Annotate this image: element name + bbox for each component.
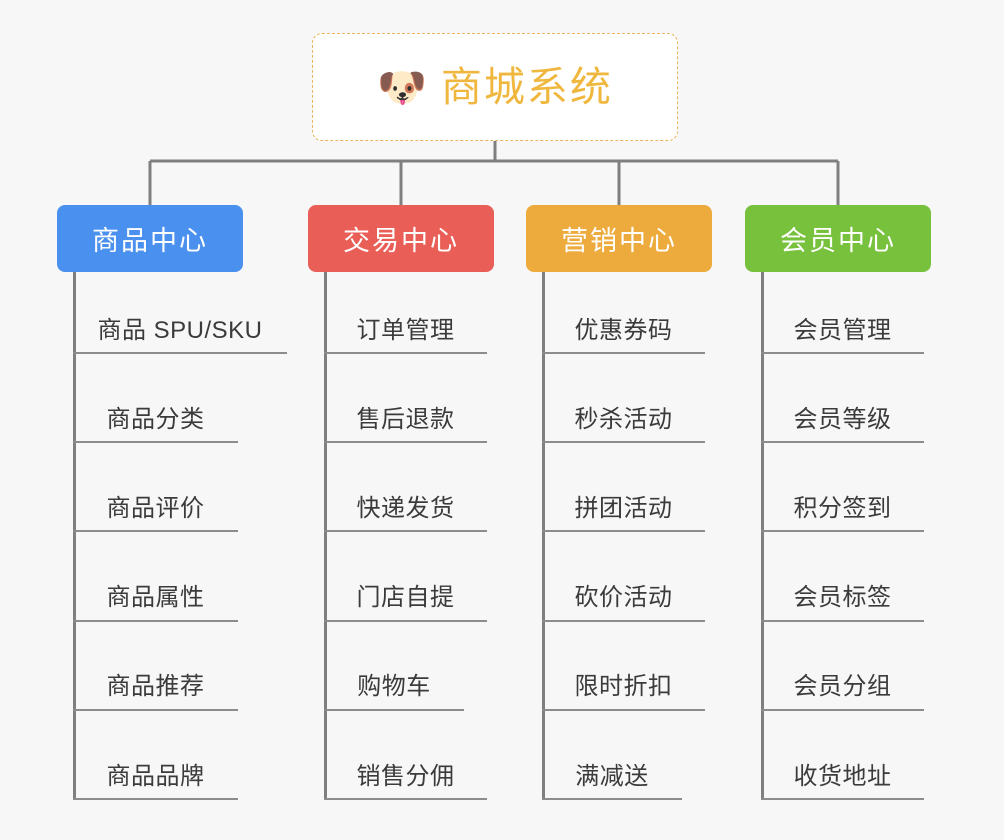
- child-item[interactable]: 购物车: [324, 621, 464, 711]
- branch-member-center: 会员中心会员管理会员等级积分签到会员标签会员分组收货地址: [745, 205, 931, 800]
- child-item[interactable]: 拼团活动: [542, 442, 705, 533]
- child-item-label: 会员等级: [793, 405, 892, 433]
- child-item-label: 商品 SPU/SKU: [97, 316, 263, 344]
- root-node[interactable]: 🐶 商城系统: [312, 33, 678, 141]
- branch-spine-product-center: [73, 272, 76, 800]
- branch-header-member-center[interactable]: 会员中心: [745, 205, 931, 272]
- branch-product-center: 商品中心商品 SPU/SKU 商品分类商品评价商品属性商品推荐商品品牌: [57, 205, 287, 800]
- branch-spine-marketing-center: [542, 272, 545, 800]
- child-item[interactable]: 商品属性: [73, 532, 238, 622]
- child-item[interactable]: 秒杀活动: [542, 353, 705, 444]
- child-item-label: 收货地址: [793, 762, 892, 790]
- child-item[interactable]: 商品推荐: [73, 621, 238, 711]
- child-item-label: 商品评价: [106, 495, 205, 522]
- child-item[interactable]: 快递发货: [324, 442, 487, 533]
- branch-header-trade-center[interactable]: 交易中心: [308, 205, 494, 272]
- child-item-label: 会员管理: [793, 316, 892, 344]
- child-item-label: 会员标签: [793, 584, 892, 612]
- branch-header-label: 会员中心: [780, 226, 896, 256]
- branch-header-marketing-center[interactable]: 营销中心: [526, 205, 712, 272]
- child-item-label: 拼团活动: [574, 495, 673, 522]
- child-item[interactable]: 售后退款: [324, 353, 487, 444]
- child-item-label: 限时折扣: [574, 673, 673, 701]
- child-item-label: 秒杀活动: [574, 405, 673, 433]
- child-item-label: 销售分佣: [356, 762, 455, 790]
- child-item[interactable]: 商品分类: [73, 353, 238, 444]
- child-item-label: 快递发货: [356, 495, 455, 522]
- child-item[interactable]: 会员管理: [761, 264, 924, 354]
- child-item-label: 商品品牌: [106, 762, 205, 790]
- branch-spine-member-center: [761, 272, 764, 800]
- child-item[interactable]: 限时折扣: [542, 621, 705, 711]
- child-item-label: 订单管理: [356, 316, 455, 344]
- child-item[interactable]: 订单管理: [324, 264, 487, 354]
- child-item[interactable]: 门店自提: [324, 532, 487, 622]
- child-item[interactable]: 会员分组: [761, 621, 924, 711]
- branch-header-product-center[interactable]: 商品中心: [57, 205, 243, 272]
- child-item-label: 商品属性: [106, 584, 205, 612]
- child-item[interactable]: 积分签到: [761, 442, 924, 533]
- child-item-label: 优惠券码: [574, 316, 673, 344]
- child-item[interactable]: 满减送: [542, 710, 682, 800]
- child-item-label: 砍价活动: [574, 584, 673, 612]
- child-item[interactable]: 商品品牌: [73, 710, 238, 800]
- child-item-label: 会员分组: [793, 673, 892, 701]
- child-item-label: 商品分类: [106, 405, 205, 433]
- child-item[interactable]: 商品 SPU/SKU: [73, 264, 287, 354]
- child-item-label: 积分签到: [793, 495, 892, 522]
- branch-spine-trade-center: [324, 272, 327, 800]
- child-item[interactable]: 销售分佣: [324, 710, 487, 800]
- child-item[interactable]: 会员标签: [761, 532, 924, 622]
- child-item-label: 商品推荐: [106, 673, 205, 701]
- branch-header-label: 商品中心: [92, 226, 208, 256]
- branch-marketing-center: 营销中心优惠券码秒杀活动拼团活动砍价活动限时折扣满减送: [526, 205, 712, 800]
- branch-header-label: 交易中心: [343, 226, 459, 256]
- branch-header-label: 营销中心: [561, 226, 677, 256]
- root-node-title: 商城系统: [440, 63, 613, 110]
- child-item[interactable]: 砍价活动: [542, 532, 705, 622]
- child-item-label: 售后退款: [356, 405, 455, 433]
- child-item-label: 门店自提: [356, 584, 455, 612]
- child-item[interactable]: 会员等级: [761, 353, 924, 444]
- branch-trade-center: 交易中心订单管理售后退款快递发货门店自提购物车销售分佣: [308, 205, 494, 800]
- child-item[interactable]: 商品评价: [73, 442, 238, 533]
- child-item[interactable]: 收货地址: [761, 710, 924, 800]
- child-item[interactable]: 优惠券码: [542, 264, 705, 354]
- child-item-label: 购物车: [357, 673, 431, 701]
- child-item-label: 满减送: [575, 762, 649, 790]
- shiba-dog-face-icon: 🐶: [377, 66, 427, 110]
